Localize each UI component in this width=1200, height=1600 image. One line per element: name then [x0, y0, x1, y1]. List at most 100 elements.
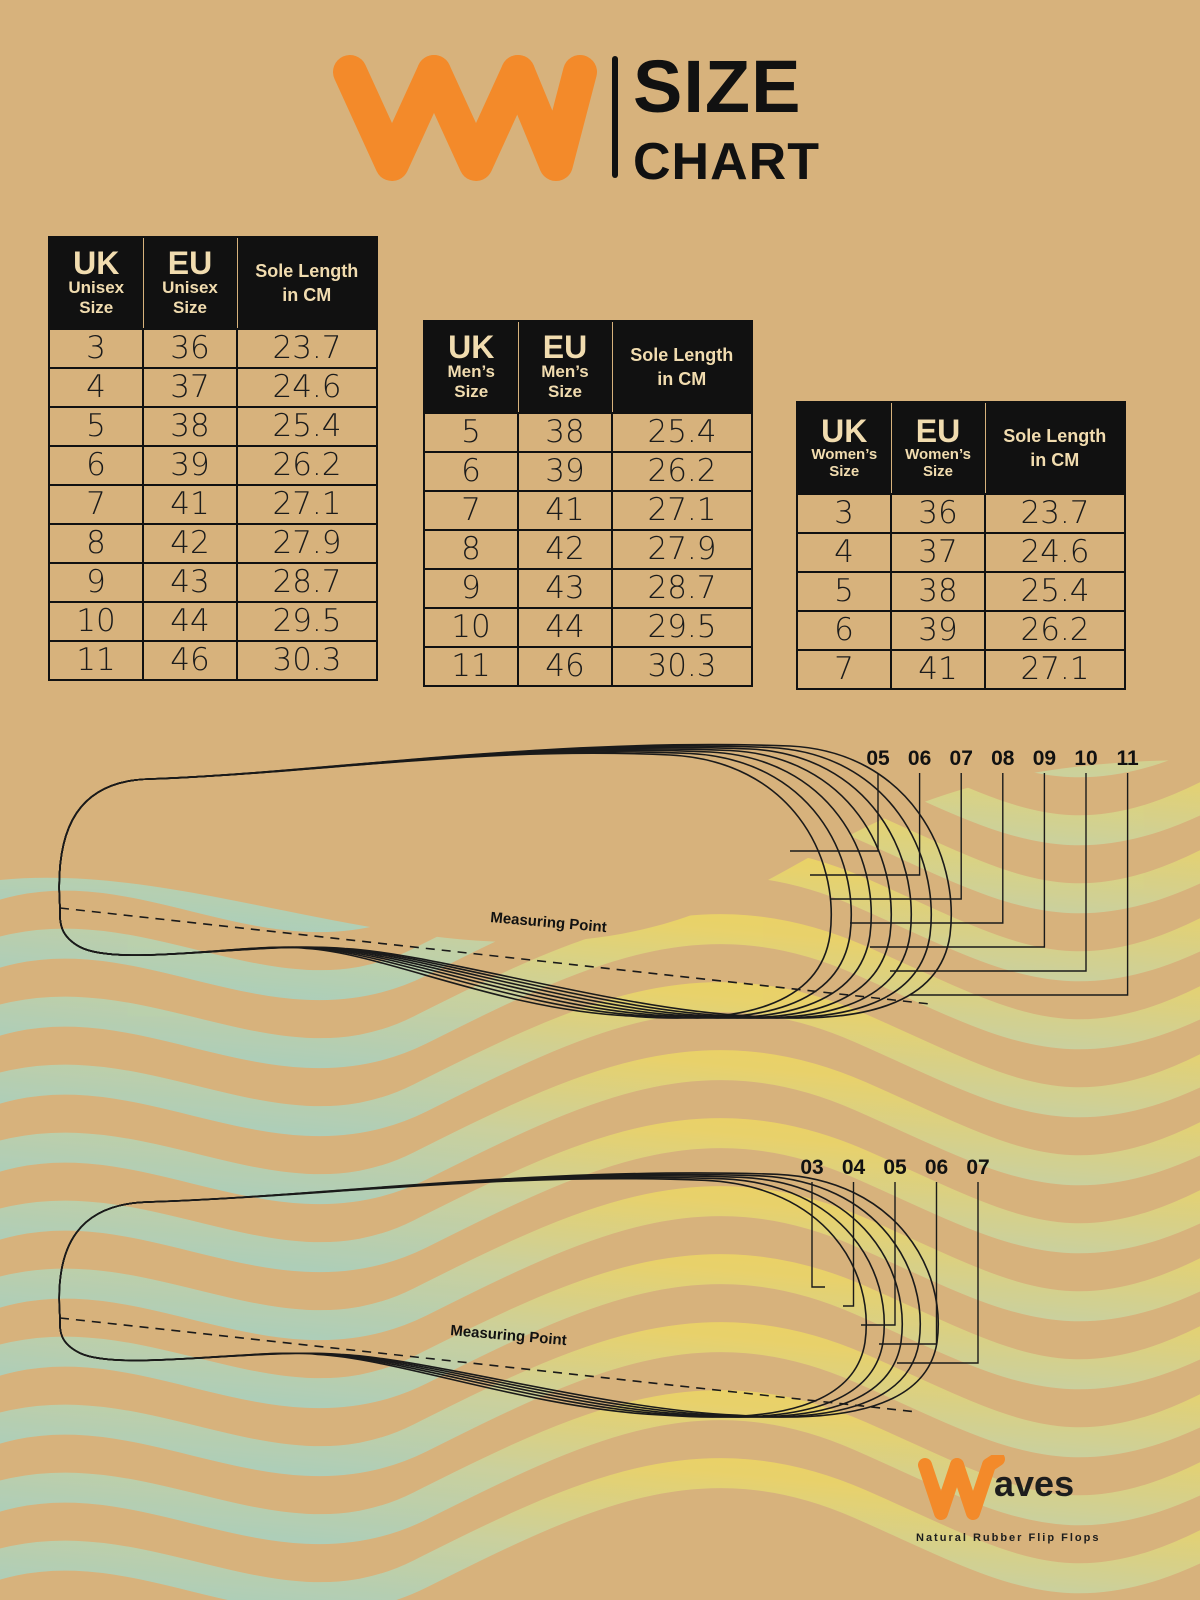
size-leader-line — [790, 773, 879, 852]
table-header-row: UK Women’s Size EU Women’s Size Sole Len… — [797, 402, 1125, 494]
header-length-line1: Sole Length — [1003, 426, 1107, 446]
header-length-line2: in CM — [282, 285, 332, 305]
header-eu-unisex: EU Unisex Size — [143, 237, 238, 329]
sole-length-cell: 25.4 — [984, 571, 1126, 612]
uk-size-cell: 9 — [423, 568, 519, 609]
header-sole-length-women: Sole Length in CM — [985, 402, 1125, 494]
sole-length-cell: 23.7 — [236, 328, 378, 369]
header-length-line1: Sole Length — [630, 345, 734, 365]
uk-size-cell: 7 — [48, 484, 144, 525]
uk-size-cell: 5 — [423, 412, 519, 453]
sole-outline — [58, 1173, 921, 1418]
header-uk-label: UK — [448, 329, 495, 365]
header-uk-sub2: Size — [79, 298, 114, 317]
sole-length-cell: 30.3 — [611, 646, 753, 687]
sole-length-cell: 23.7 — [984, 493, 1126, 534]
men-size-table: UK Men’s Size EU Men’s Size Sole Length … — [423, 320, 753, 687]
sole-outline — [58, 748, 892, 1019]
header-uk-sub1: Men’s — [447, 362, 496, 381]
uk-size-cell: 4 — [48, 367, 144, 408]
eu-size-cell: 37 — [890, 532, 986, 573]
header-uk-sub1: Women’s — [811, 446, 878, 463]
brand-tagline: Natural Rubber Flip Flops — [916, 1532, 1101, 1544]
header-uk-women: UK Women’s Size — [797, 402, 892, 494]
size-label: 05 — [866, 747, 890, 770]
eu-size-cell: 44 — [517, 607, 613, 648]
wave-stripe — [0, 914, 1200, 1069]
uk-size-cell: 8 — [423, 529, 519, 570]
women-size-table: UK Women’s Size EU Women’s Size Sole Len… — [796, 401, 1126, 690]
size-leader-line — [811, 1182, 825, 1288]
size-leader-line — [850, 773, 1004, 924]
page-header: SIZE CHART — [330, 48, 870, 188]
sole-length-cell: 29.5 — [611, 607, 753, 648]
header-eu-label: EU — [915, 413, 961, 449]
women-measuring-point-label: Measuring Point — [450, 1322, 568, 1349]
size-leader-line — [843, 1182, 855, 1307]
header-eu-sub1: Men’s — [541, 362, 589, 381]
uk-size-cell: 7 — [796, 649, 892, 690]
sole-outline — [58, 743, 952, 1019]
page-title-size: SIZE — [633, 45, 802, 128]
sole-length-cell: 27.1 — [236, 484, 378, 525]
eu-size-cell: 44 — [142, 601, 238, 642]
header-eu-women: EU Women’s Size — [891, 402, 986, 494]
brand-logo: aves Natural Rubber Flip Flops — [916, 1455, 1166, 1555]
size-leader-line — [810, 773, 921, 876]
size-label: 06 — [908, 747, 931, 770]
size-label: 07 — [950, 747, 973, 770]
wave-stripe — [0, 1322, 1200, 1477]
size-label: 06 — [925, 1156, 948, 1179]
header-uk-label: UK — [73, 245, 120, 281]
eu-size-cell: 36 — [142, 328, 238, 369]
table-header-row: UK Unisex Size EU Unisex Size Sole Lengt… — [49, 237, 377, 329]
page-title-chart: CHART — [633, 133, 820, 191]
sole-length-cell: 26.2 — [984, 610, 1126, 651]
header-length-line2: in CM — [1030, 450, 1080, 470]
size-leader-line — [861, 1182, 896, 1326]
header-sole-length-unisex: Sole Length in CM — [237, 237, 377, 329]
header-sole-length-men: Sole Length in CM — [612, 321, 752, 413]
unisex-size-table: UK Unisex Size EU Unisex Size Sole Lengt… — [48, 236, 378, 681]
eu-size-cell: 41 — [142, 484, 238, 525]
size-leader-line — [890, 773, 1087, 972]
size-leader-line — [910, 773, 1129, 996]
measuring-line — [59, 907, 931, 1005]
sole-length-cell: 25.4 — [236, 406, 378, 447]
sole-length-cell: 26.2 — [236, 445, 378, 486]
header-eu-sub1: Unisex — [162, 278, 218, 297]
wave-stripe — [0, 1458, 1200, 1600]
eu-size-cell: 37 — [142, 367, 238, 408]
uk-size-cell: 9 — [48, 562, 144, 603]
sole-outline — [58, 752, 832, 1019]
sole-length-cell: 24.6 — [236, 367, 378, 408]
eu-size-cell: 38 — [142, 406, 238, 447]
header-eu-sub1: Women’s — [905, 446, 971, 463]
header-divider — [612, 56, 618, 178]
eu-size-cell: 46 — [517, 646, 613, 687]
eu-size-cell: 39 — [517, 451, 613, 492]
size-label: 07 — [966, 1156, 989, 1179]
uk-size-cell: 6 — [48, 445, 144, 486]
waves-logo-icon — [333, 55, 597, 181]
size-leader-line — [870, 773, 1046, 948]
sole-outline — [58, 1176, 885, 1418]
header-eu-sub2: Size — [922, 463, 953, 480]
uk-size-cell: 4 — [796, 532, 892, 573]
header-uk-sub2: Size — [454, 382, 489, 401]
size-label: 04 — [842, 1156, 866, 1179]
uk-size-cell: 5 — [796, 571, 892, 612]
wave-stripe — [0, 1254, 1200, 1409]
sole-outline — [58, 1172, 939, 1418]
